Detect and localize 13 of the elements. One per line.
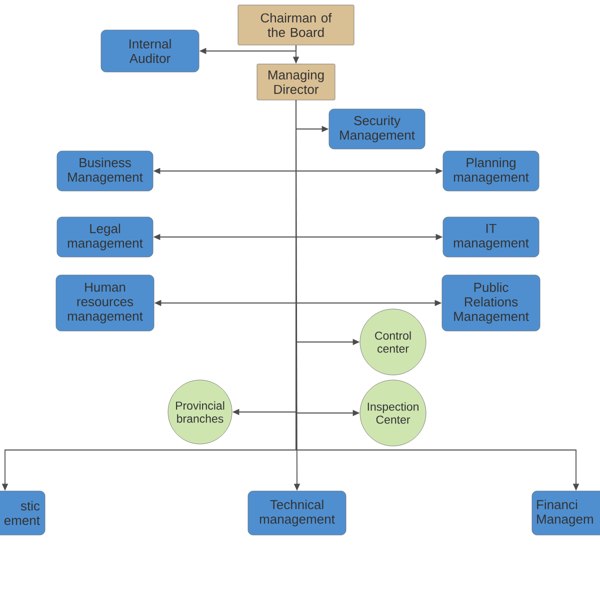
department-box: Technical management: [248, 490, 346, 536]
department-box: Human resources management: [56, 274, 154, 332]
department-box: Business Management: [56, 150, 154, 192]
department-box: Financi Managem: [532, 490, 600, 536]
department-box: Legal management: [56, 216, 154, 258]
department-box: IT management: [442, 216, 540, 258]
department-box: Public Relations Management: [442, 274, 540, 332]
department-box: Internal Auditor: [100, 30, 200, 72]
title-box: Chairman of the Board: [238, 4, 354, 46]
title-box: Managing Director: [256, 64, 336, 100]
department-box: stic ement: [0, 490, 46, 536]
department-box: Planning management: [442, 150, 540, 192]
department-box: Security Management: [328, 108, 426, 150]
